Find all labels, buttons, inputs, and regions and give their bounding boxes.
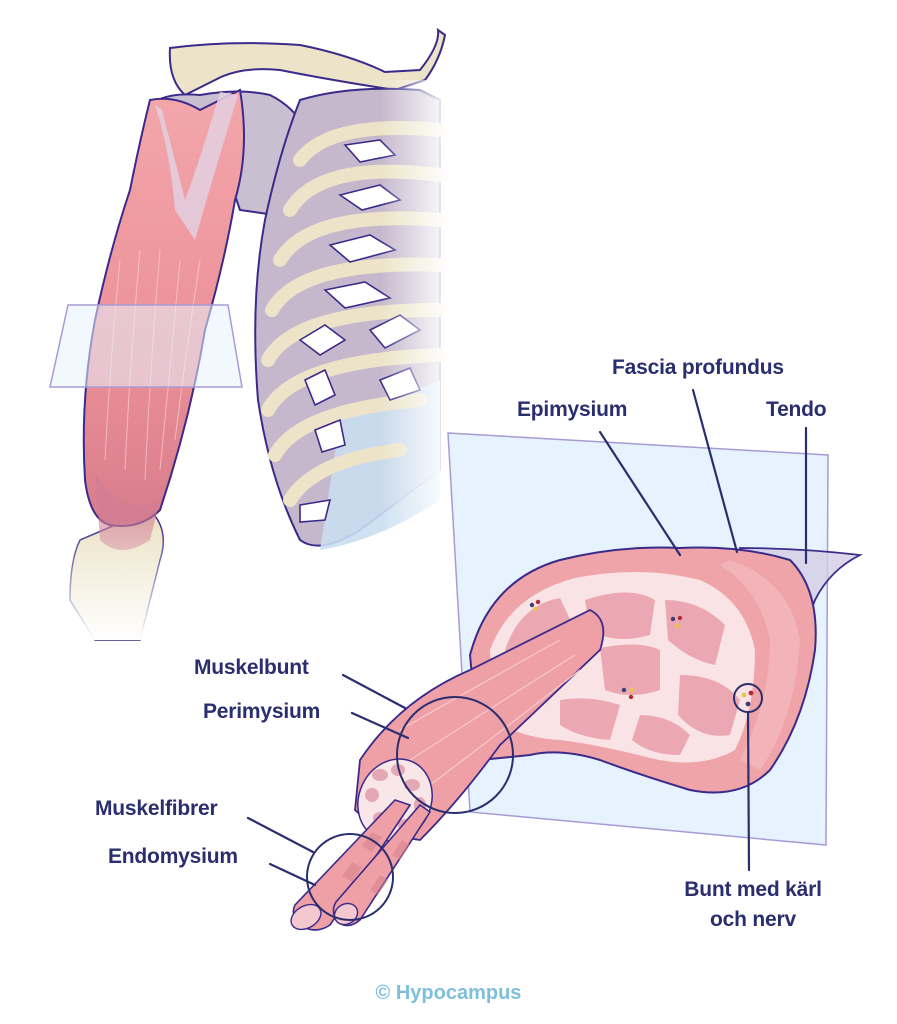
copyright-credit: © Hypocampus	[375, 982, 522, 1004]
label-muskelbunt: Muskelbunt	[194, 656, 309, 679]
section-plane-small	[49, 304, 243, 388]
leader-muskelfibrer	[246, 816, 315, 854]
label-endomysium: Endomysium	[108, 845, 238, 868]
label-muskelfibrer: Muskelfibrer	[95, 797, 218, 820]
label-bunt-line2: och nerv	[710, 908, 796, 931]
muscle-fibers	[290, 799, 432, 931]
leader-lines	[246, 388, 808, 887]
label-bunt-med-karl-och-nerv: Bunt med kärl och nerv	[663, 878, 843, 932]
fascicle-highlight-circle	[396, 696, 514, 814]
leader-epimysium	[598, 430, 682, 557]
fiber-highlight-circle	[306, 833, 394, 921]
leader-endomysium	[268, 862, 317, 887]
leader-perimysium	[350, 711, 410, 740]
label-bunt-line1: Bunt med kärl	[684, 878, 822, 901]
muscle-cross-section	[468, 546, 864, 794]
leader-fascia-profundus	[691, 388, 739, 554]
label-epimysium: Epimysium	[517, 398, 628, 421]
label-perimysium: Perimysium	[203, 700, 321, 723]
leader-bunt-med-karl	[746, 710, 751, 872]
label-tendo: Tendo	[766, 398, 827, 421]
rib-cage	[254, 80, 450, 560]
leader-muskelbunt	[341, 673, 407, 710]
label-fascia-profundus: Fascia profundus	[612, 356, 784, 379]
